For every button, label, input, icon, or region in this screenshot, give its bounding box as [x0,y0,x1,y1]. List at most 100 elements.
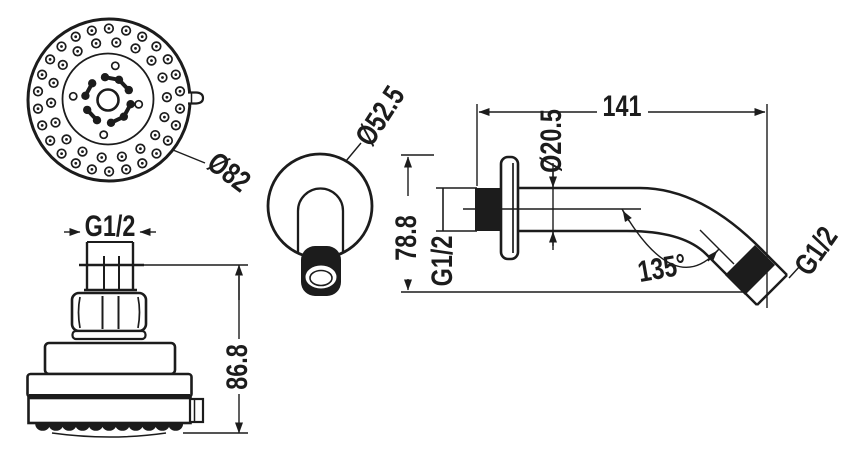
nozzle-hole-dot [40,73,44,77]
nozzle-hole-dot [140,35,144,39]
nozzle-hole-dot [60,45,63,48]
head-height-label: 86.8 [220,344,253,390]
nozzle-hole-dot [61,63,65,67]
nozzle-hole-dot [48,139,52,143]
outlet-thread-label: G1/2 [788,221,844,282]
satellite-hole [110,61,120,71]
satellite-hole [99,130,109,140]
nozzle-hole-dot [134,47,137,50]
center-satellite-holes [68,61,144,140]
arm-length-label: 141 [602,89,641,122]
satellite-hole [134,99,144,109]
wall-thread-label: G1/2 [425,236,458,287]
arm-tube-inner-edge [514,229,758,306]
wall-flange-circle [266,152,374,260]
arm-drop-label: 78.8 [389,215,422,261]
nozzle-hole-dot [155,152,158,155]
outlet-opening-inner [309,269,333,287]
nozzle-hole-dot [36,90,40,93]
arm-tip-face [756,274,788,306]
outlet-thread-leader [788,265,801,279]
head-side-tab [188,91,205,105]
nozzle-hole-dot [166,57,170,61]
nozzle-hole-dot [178,107,182,110]
nozzle-hole-dot [40,124,44,127]
nozzle-hole-dot [74,35,78,39]
chain-nozzle-dot [92,116,102,125]
outlet-thread-band [725,245,775,295]
head-diameter-leader [172,149,206,164]
satellite-hole [68,91,78,101]
shower-head-front-view: Ø82 [26,17,257,199]
spray-face-bottom-edge [51,432,167,438]
arm-tube-outer-edge [514,186,788,276]
nozzle-hole-dot [155,45,158,48]
angle-arc-arrow-end [707,250,718,262]
nozzle-hole-dot [174,73,178,76]
chain-nozzle-dot [81,91,90,101]
bend-angle-label: 135° [635,247,688,288]
nozzle-hole-dot [107,170,111,173]
nozzle-hole-dot [150,59,153,62]
chain-nozzle-dot [100,73,110,82]
nozzle-hole-dot [174,123,178,127]
collar-washer [71,329,147,341]
head-rim-band [27,396,192,425]
nozzle-hole-dot [161,76,164,79]
nozzle-hole-dot [81,150,84,154]
tube-diameter-label: Ø20.5 [534,109,567,173]
nozzle-hole-dot [120,155,124,159]
nozzle-hole-dot [140,161,144,165]
arm-centerline-angled [699,229,735,265]
nozzle-hole-dot [76,49,79,53]
nut-facet-curve [137,296,141,329]
spray-nozzle-bumps [35,423,184,431]
head-thread-label: G1/2 [85,209,136,242]
nozzle-hole-dot [153,133,157,137]
nozzle-holes-outer-ring [32,23,186,177]
chain-nozzle-dot [88,79,97,88]
arm-side-view: 141 Ø20.5 78.8 G1/2 135° G1/2 [389,89,844,308]
swivel-nut [70,291,148,333]
chain-nozzle-dot [83,105,92,115]
nozzle-hole-dot [60,152,63,156]
nozzle-hole-dot [52,81,55,85]
head-inner-circle [61,52,155,146]
chain-nozzle-dot [126,100,135,109]
head-lower-body [26,372,193,399]
flange-diameter-label: Ø52.5 [349,80,412,152]
nozzle-hole-dot [100,156,104,159]
head-diameter-label: Ø82 [201,145,256,198]
nut-facet-curve [77,296,81,329]
nozzle-hole-dot [124,29,128,32]
nozzle-hole-dot [90,168,94,171]
nozzle-hole-dot [107,27,111,30]
nozzle-hole-dot [94,42,98,45]
angle-arc-arrow-start [622,210,632,223]
nozzle-hole-dot [90,29,94,32]
flange-diameter-leader [345,142,362,162]
center-hub-circle [96,88,120,112]
head-upper-body [43,341,177,376]
wall-flange-side [499,155,520,261]
nozzle-holes-inner-ring [45,37,173,163]
shower-head-side-view: G1/2 86.8 [26,209,254,438]
nozzle-hole-dot [54,121,57,124]
chain-nozzle-dot [114,75,124,85]
nozzle-hole-dot [114,41,118,44]
center-nozzle-chain [81,73,135,128]
nozzle-hole-dot [65,138,68,141]
chain-nozzle-dot [124,85,133,95]
nozzle-hole-dot [49,101,53,105]
nozzle-hole-dot [48,58,52,61]
nozzle-hole-dot [36,107,40,111]
arm-front-view: Ø52.5 [266,80,412,296]
nozzle-hole-dot [74,161,78,165]
nozzle-hole-dot [165,95,169,99]
nozzle-hole-dot [139,147,142,151]
nozzle-hole-dot [178,89,182,93]
nozzle-hole-dot [163,115,166,119]
chain-nozzle-dot [106,118,116,128]
